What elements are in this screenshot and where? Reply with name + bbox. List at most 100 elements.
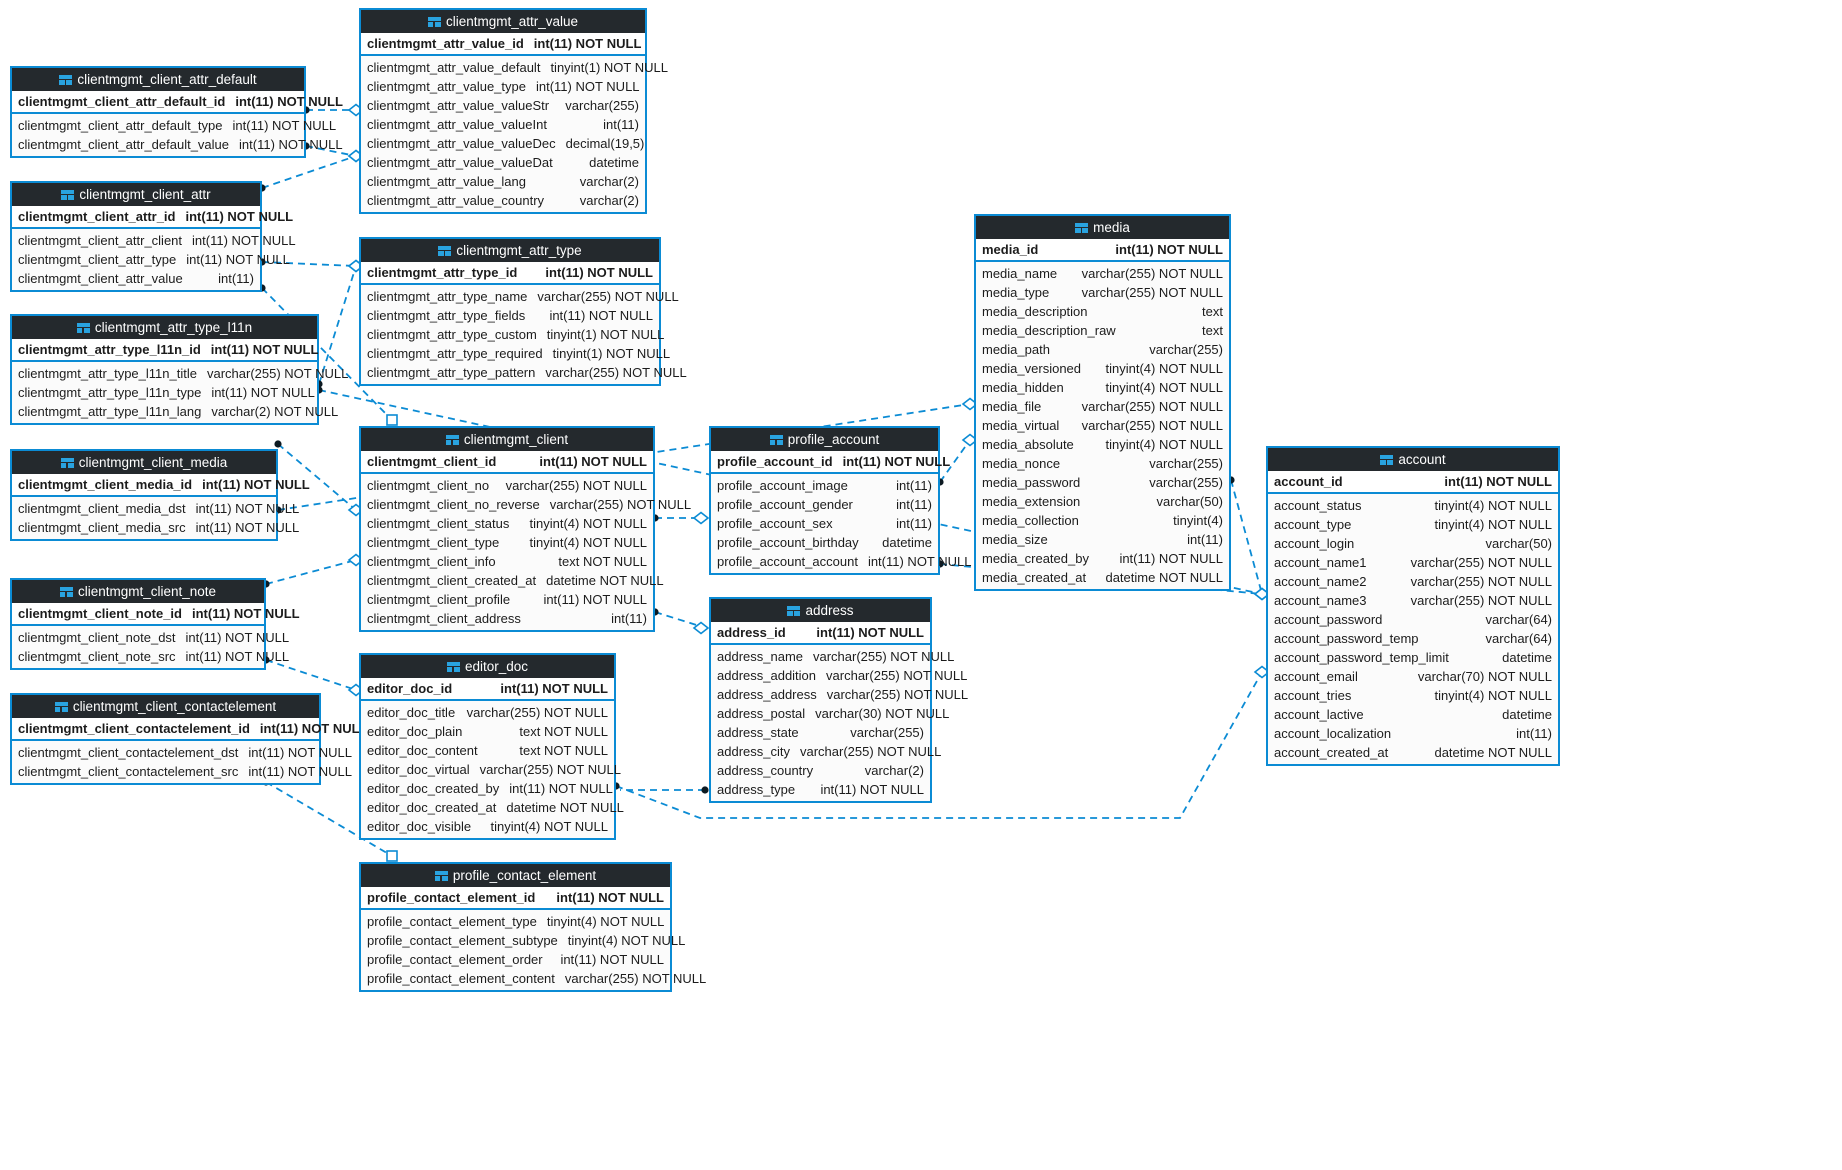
table-header-editor_doc[interactable]: editor_doc [361,655,614,678]
table-header-clientmgmt_attr_type[interactable]: clientmgmt_attr_type [361,239,659,262]
table-header-media[interactable]: media [976,216,1229,239]
table-header-clientmgmt_client_attr[interactable]: clientmgmt_client_attr [12,183,260,206]
table-header-clientmgmt_client_contactelement[interactable]: clientmgmt_client_contactelement [12,695,319,718]
table-header-clientmgmt_client[interactable]: clientmgmt_client [361,428,653,451]
table-header-clientmgmt_attr_type_l11n[interactable]: clientmgmt_attr_type_l11n [12,316,317,339]
table-header-clientmgmt_client_note[interactable]: clientmgmt_client_note [12,580,264,603]
table-header-clientmgmt_client_media[interactable]: clientmgmt_client_media [12,451,276,474]
table-header-profile_account[interactable]: profile_account [711,428,938,451]
